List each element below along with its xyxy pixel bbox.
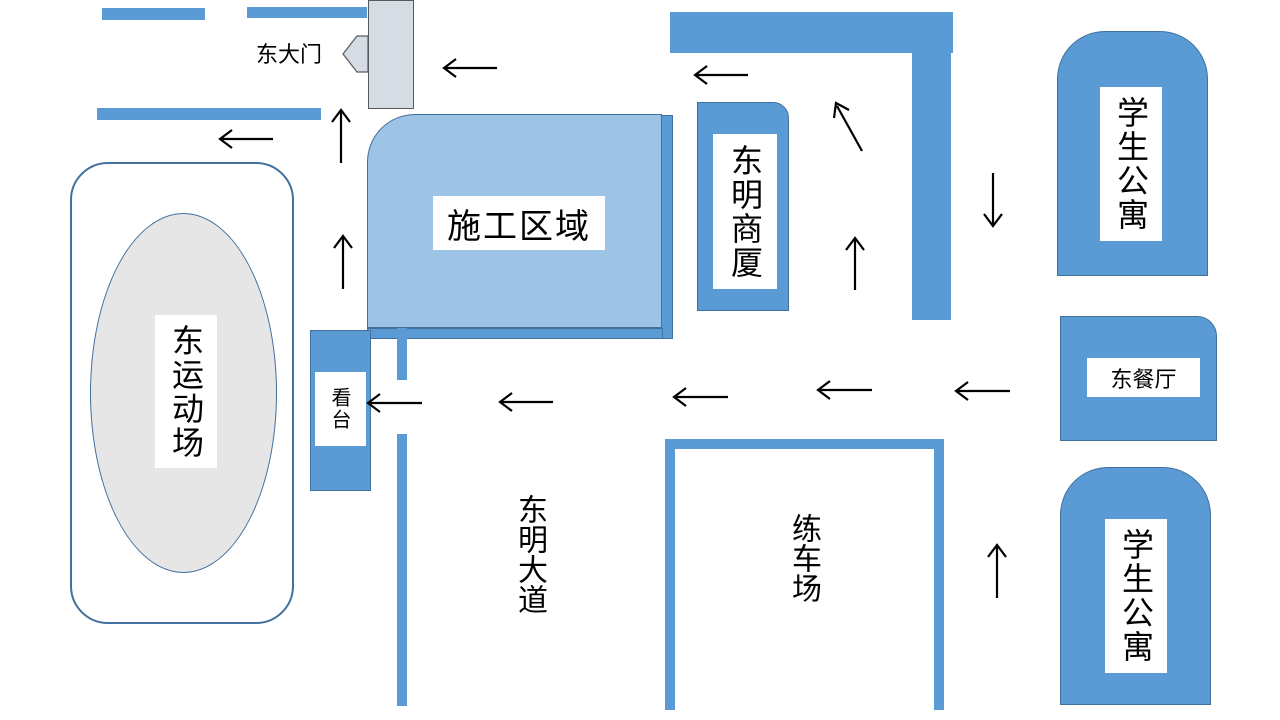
- east-gate-label: 东大门: [255, 43, 322, 68]
- arrow-up-center-icon: [845, 236, 865, 290]
- dorm-north-label: 学生公寓: [1100, 87, 1162, 241]
- arrow-top-center-icon: [693, 65, 748, 85]
- arrow-left-2-icon: [816, 380, 872, 400]
- driving-range-right-wall: [934, 439, 944, 710]
- wall-top-left-2: [247, 7, 367, 18]
- east-stadium-label: 东运动场: [155, 315, 217, 468]
- arrow-to-gate-icon: [442, 58, 497, 78]
- construction-zone-bottom-wall: [367, 328, 663, 339]
- dorm-south-label: 学生公寓: [1105, 519, 1167, 673]
- wall-upper-left: [97, 108, 321, 120]
- construction-zone-right-wall: [661, 115, 673, 339]
- driving-range-label: 练车场: [786, 513, 821, 603]
- arrow-left-canteen-icon: [954, 381, 1010, 401]
- arrow-left-3-icon: [672, 387, 728, 407]
- arrow-up-near-gate-icon: [331, 108, 351, 163]
- arrow-up-bottom-right-icon: [987, 543, 1007, 598]
- arrow-down-right-icon: [983, 173, 1003, 228]
- avenue-wall-short: [397, 328, 407, 380]
- arrow-left-upper-icon: [218, 129, 273, 149]
- arrow-up-mid-icon: [333, 234, 353, 289]
- dongming-building-label: 东明商厦: [713, 134, 777, 289]
- arrow-to-stands-icon: [366, 393, 422, 413]
- driving-range-top-wall: [665, 439, 944, 449]
- wall-top-right-vertical: [912, 53, 951, 320]
- arrow-left-4-icon: [498, 392, 553, 412]
- avenue-wall-long: [397, 434, 407, 706]
- east-canteen-label: 东餐厅: [1087, 358, 1200, 397]
- stands-label: 看台: [315, 372, 366, 446]
- arrow-diag-up-left-icon: [832, 101, 863, 152]
- construction-zone-label: 施工区域: [433, 196, 605, 250]
- east-gate-block: [368, 0, 414, 109]
- wall-top-right-horizontal: [670, 12, 953, 53]
- wall-top-left-1: [102, 8, 205, 20]
- dongming-avenue-label: 东明大道: [512, 494, 547, 614]
- driving-range-left-wall: [665, 439, 675, 710]
